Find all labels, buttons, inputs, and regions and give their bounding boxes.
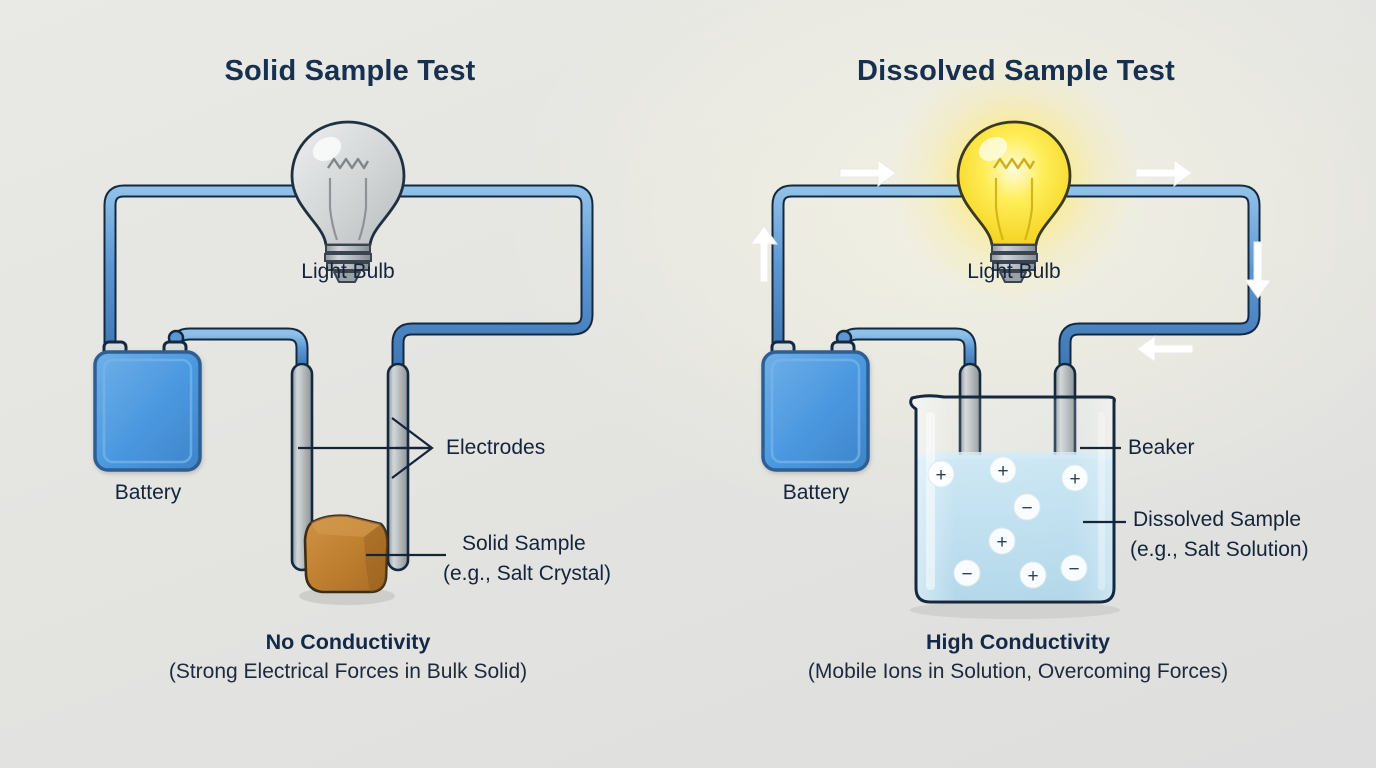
left-conclusion-sub: (Strong Electrical Forces in Bulk Solid)	[168, 660, 528, 683]
ion-positive: +	[988, 527, 1016, 555]
solid-sample-label-line1: Solid Sample	[462, 532, 586, 555]
left-light-bulb-off	[290, 120, 406, 283]
svg-text:+: +	[1027, 566, 1038, 587]
arrow-right-top-right	[1135, 159, 1193, 187]
current-arrows	[750, 159, 1272, 363]
arrow-right-top-left	[839, 159, 897, 187]
arrow-down-right	[1244, 241, 1272, 299]
ion-negative: −	[1013, 493, 1041, 521]
left-conclusion-bold: No Conductivity	[265, 630, 431, 654]
left-battery-label: Battery	[114, 481, 182, 504]
right-battery-label: Battery	[782, 481, 850, 504]
ion-positive: +	[927, 460, 955, 488]
ion-layer: +++−+−+−	[927, 456, 1089, 589]
left-wire-top-right	[369, 184, 594, 373]
right-circuit-group	[750, 53, 1272, 619]
svg-text:−: −	[1068, 559, 1079, 580]
right-battery	[761, 340, 870, 472]
svg-text:−: −	[961, 564, 972, 585]
left-circuit-group	[93, 120, 594, 605]
right-wire-top-right	[1036, 184, 1261, 373]
svg-text:+: +	[935, 465, 946, 486]
beaker-label: Beaker	[1128, 436, 1195, 459]
arrow-up-left	[750, 225, 778, 283]
right-light-bulb-on	[956, 120, 1072, 283]
ion-negative: −	[953, 559, 981, 587]
svg-text:+: +	[1069, 469, 1080, 490]
left-battery	[93, 340, 202, 472]
ion-negative: −	[1060, 554, 1088, 582]
svg-text:+: +	[996, 532, 1007, 553]
right-conclusion-sub: (Mobile Ions in Solution, Overcoming For…	[807, 660, 1229, 683]
dissolved-sample-label-line1: Dissolved Sample	[1133, 508, 1302, 531]
arrow-left-lower	[1136, 335, 1194, 363]
left-bulb-label: Light Bulb	[301, 260, 395, 283]
dissolved-sample-label-line2: (e.g., Salt Solution)	[1130, 538, 1309, 561]
svg-text:−: −	[1021, 498, 1032, 519]
solid-sample-label-line2: (e.g., Salt Crystal)	[443, 562, 612, 585]
right-panel-title: Dissolved Sample Test	[857, 55, 1175, 87]
ion-positive: +	[989, 456, 1017, 484]
left-electrodes-leader	[298, 417, 434, 479]
svg-text:+: +	[997, 461, 1008, 482]
left-panel-title: Solid Sample Test	[224, 55, 476, 87]
left-wire-top-left	[103, 184, 327, 359]
left-wire-battery-electrode	[167, 327, 309, 373]
left-electrode-negative	[290, 362, 314, 572]
right-wire-top-left	[771, 184, 995, 359]
electrodes-label: Electrodes	[446, 436, 546, 459]
beaker-glass	[909, 394, 1120, 619]
solid-salt-crystal	[299, 514, 395, 605]
ion-positive: +	[1061, 464, 1089, 492]
right-bulb-label: Light Bulb	[967, 260, 1061, 283]
right-conclusion-bold: High Conductivity	[926, 630, 1110, 654]
ion-positive: +	[1019, 561, 1047, 589]
